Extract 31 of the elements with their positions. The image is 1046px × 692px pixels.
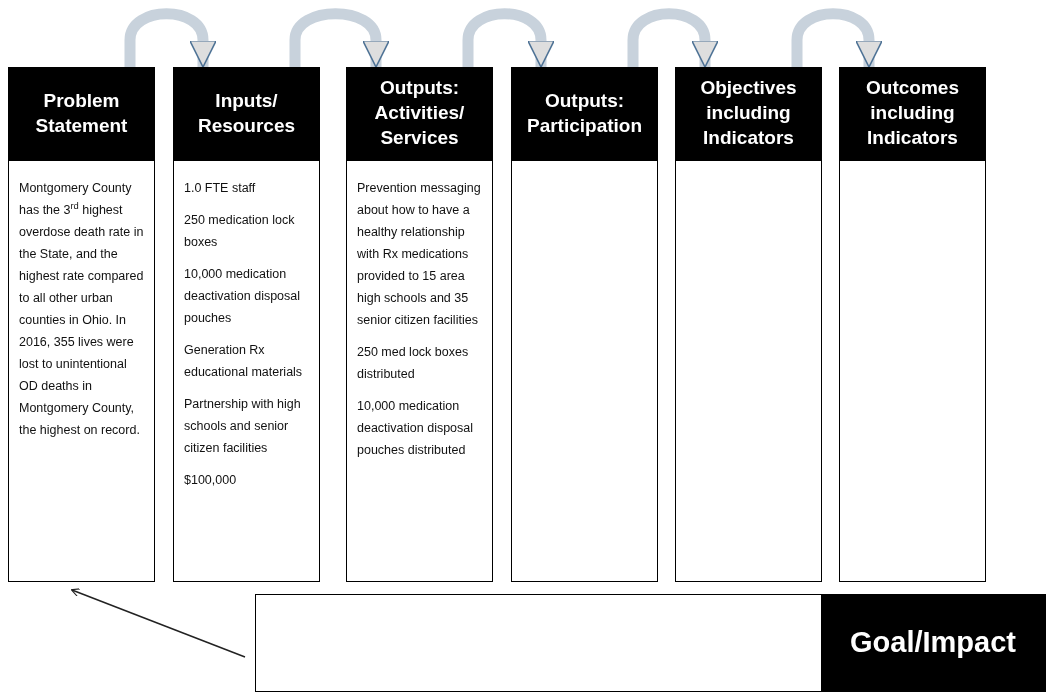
body-text: 1.0 FTE staff <box>184 180 257 197</box>
column-header <box>675 67 822 160</box>
body-text: Partnership with high schools and senior citizen facilities <box>184 396 302 457</box>
column-body-box <box>675 160 822 582</box>
column-body-box <box>173 160 320 582</box>
body-text: Generation Rx educational materials <box>184 342 304 381</box>
column-body-box <box>8 160 155 582</box>
header-title: Outputs: Activities/ Services <box>373 76 466 150</box>
body-text: Montgomery County has the 3$^{rd}$ highest overdose death rate in the State, and the highest rate compared to all other urban counties in Ohio. In 2016, 355 lives were lost to unintentional OD deaths in Montgomery County, the highest on record. <box>19 180 144 439</box>
column-header <box>346 67 493 160</box>
column-body-box <box>346 160 493 582</box>
header-title: Outcomes including Indicators <box>865 76 960 150</box>
body-text: 250 med lock boxes distributed <box>357 344 470 383</box>
header-title: Inputs/ Resources <box>196 88 297 138</box>
header-title: Outputs: Participation <box>525 88 644 138</box>
column-header <box>839 67 986 160</box>
column-header <box>8 67 155 160</box>
arrow <box>70 588 246 658</box>
column-header <box>511 67 658 160</box>
body-text: Prevention messaging about how to have a healthy relationship with Rx medications provided to 15 area high schools and 35 senior citizen facilities <box>357 180 482 329</box>
header-title: Problem Statement <box>34 88 129 138</box>
goal-impact-box <box>255 594 1046 692</box>
column-body-box <box>511 160 658 582</box>
body-text: 250 medication lock boxes <box>184 212 296 251</box>
goal-heading: Goal/Impact <box>821 595 1045 691</box>
header-title: Objectives including Indicators <box>699 76 798 150</box>
column-header <box>173 67 320 160</box>
column-body-box <box>839 160 986 582</box>
body-text: 10,000 medication deactivation disposal pouches distributed <box>357 398 475 459</box>
body-text: $100,000 <box>184 472 238 489</box>
body-text: 10,000 medication deactivation disposal pouches <box>184 266 302 327</box>
